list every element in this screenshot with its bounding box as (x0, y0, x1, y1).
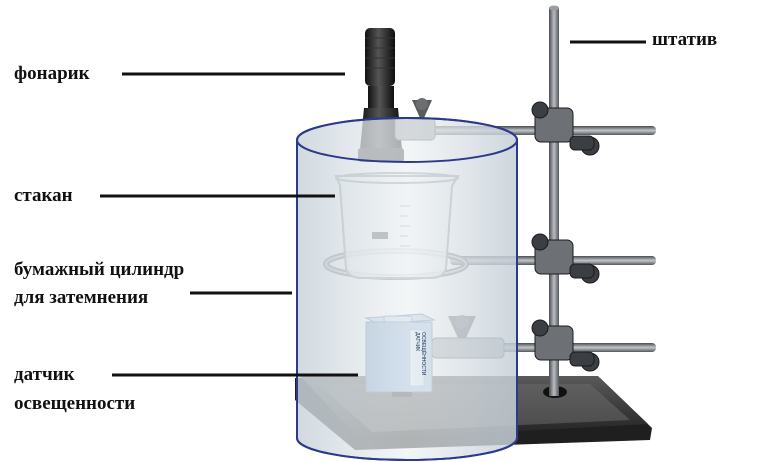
label-cylinder-line1: бумажный цилиндр (14, 259, 185, 280)
bossheads (531, 101, 600, 372)
label-sensor-line1: датчик (14, 364, 75, 385)
label-sensor-line2: освещенности (14, 393, 136, 414)
label-cylinder-line2: для затемнения (14, 287, 149, 308)
label-stand: штатив (652, 29, 718, 50)
callout-lines (100, 40, 646, 377)
stand-rod (549, 8, 559, 396)
sensor-face-line2: ОСВЕЩЁННОСТИ (420, 332, 427, 376)
label-flashlight: фонарик (14, 63, 90, 84)
sensor-face-line1: ДАТЧИК (414, 332, 420, 351)
label-beaker: стакан (14, 185, 73, 206)
